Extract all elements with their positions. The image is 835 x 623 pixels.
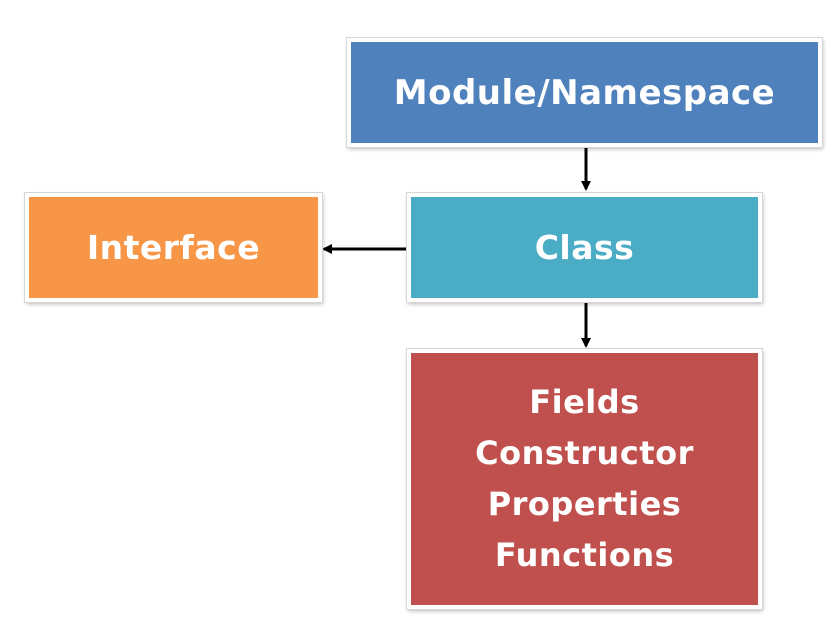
module-namespace-label: Module/Namespace [393, 72, 776, 113]
member-functions: Functions [494, 536, 675, 574]
member-fields: Fields [529, 383, 640, 421]
interface-box: Interface [25, 193, 322, 302]
member-constructor: Constructor [475, 434, 694, 472]
interface-label: Interface [86, 228, 261, 267]
module-namespace-box: Module/Namespace [347, 38, 822, 147]
class-members-box: Fields Constructor Properties Functions [407, 349, 762, 609]
class-box: Class [407, 193, 762, 302]
class-label: Class [534, 228, 635, 267]
member-properties: Properties [487, 485, 682, 523]
